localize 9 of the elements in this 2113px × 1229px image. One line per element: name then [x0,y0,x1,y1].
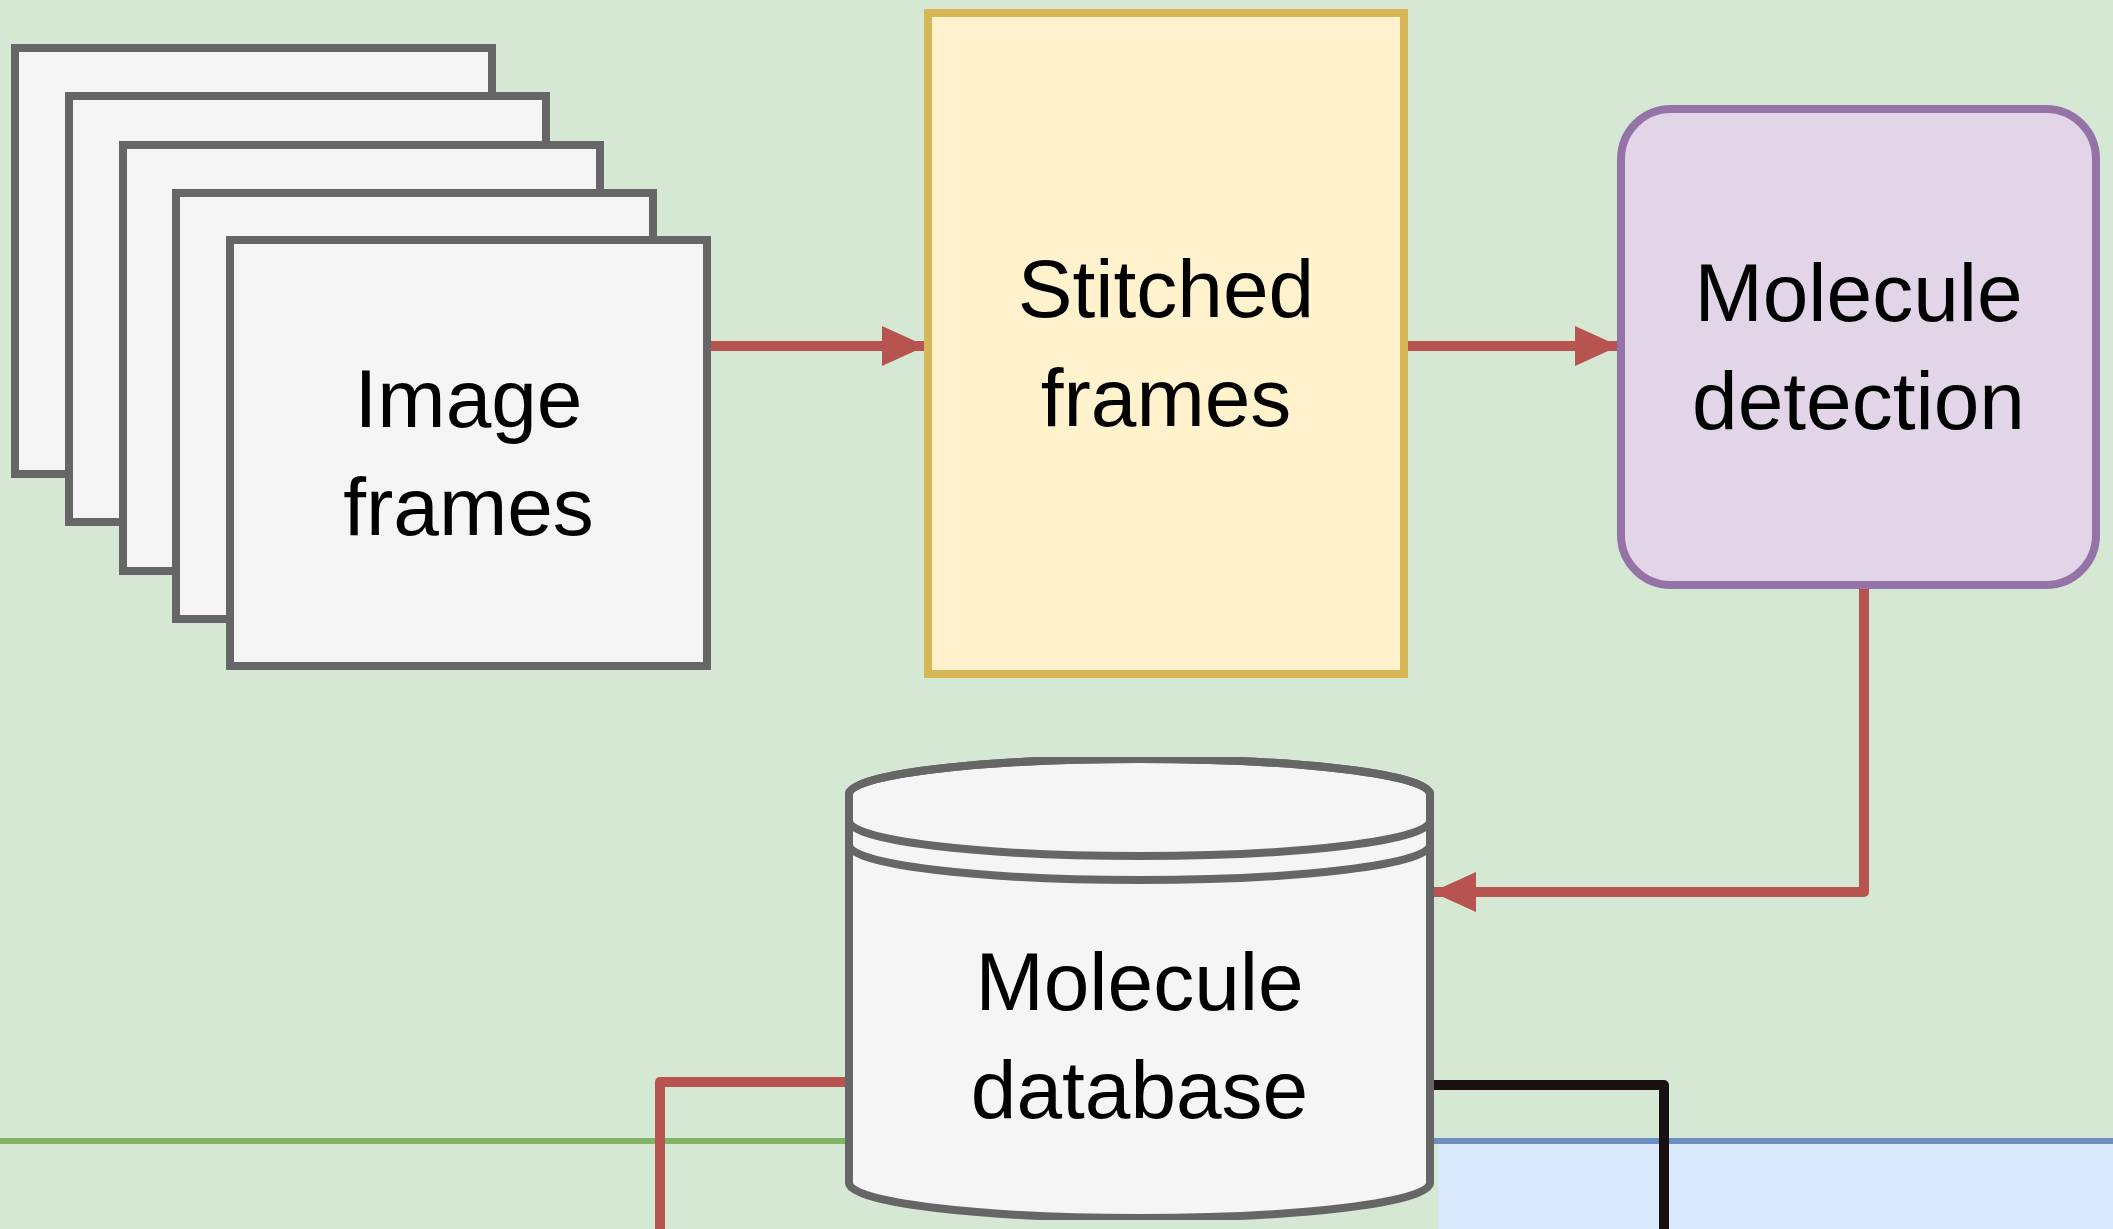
node-label: Molecule database [969,934,1310,1137]
process-box [924,9,1408,678]
node-label: Image frames [342,351,595,554]
arrow [1408,326,1619,366]
node-label: Stitched frames [1016,242,1316,445]
arrow [1432,589,1869,912]
node-label: Molecule detection [1691,245,2026,448]
process-box [1617,105,2100,589]
arrow [711,326,926,366]
